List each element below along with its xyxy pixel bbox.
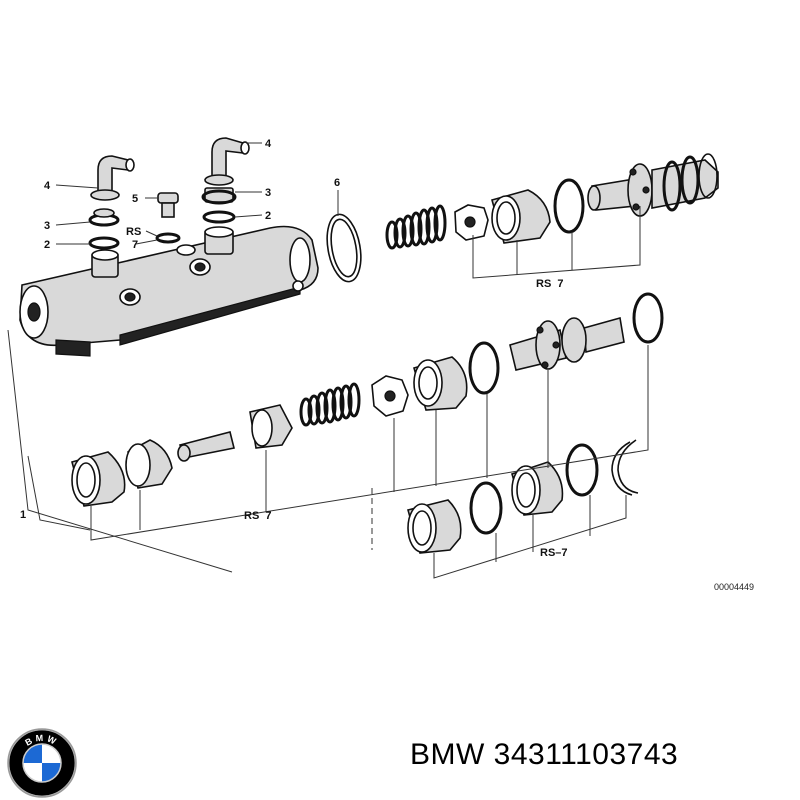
part-number-caption: BMW 34311103743	[410, 738, 679, 771]
callout-7-left: 7	[132, 239, 138, 251]
callout-5: 5	[132, 193, 138, 205]
callout-rs7-lower-left: RS 7	[244, 510, 272, 522]
right-port-fittings	[201, 137, 250, 224]
callout-4-right: 4	[265, 138, 272, 150]
lower-right-seals	[407, 439, 639, 554]
callout-rs-7-lower-right: RS–7	[540, 547, 568, 559]
o-ring-6	[326, 213, 362, 283]
callout-2-left: 2	[44, 239, 50, 251]
callout-2-right: 2	[265, 210, 271, 222]
callout-labels: 4 3 2 5 RS 7 4 3 2 6 RS 7 1 RS 7 RS–7	[20, 138, 568, 559]
callout-3-left: 3	[44, 220, 50, 232]
callout-rs7-upper: RS 7	[536, 278, 564, 290]
diagram-reference-number: 00004449	[714, 582, 755, 592]
middle-piston-assembly	[249, 292, 664, 449]
left-port-fittings	[88, 155, 135, 250]
upper-piston-assembly	[385, 153, 719, 250]
master-cylinder-housing	[19, 225, 319, 357]
callout-4-left: 4	[44, 180, 51, 192]
svg-text:BMW: BMW	[23, 733, 60, 748]
callout-rs-left: RS	[126, 226, 141, 238]
callout-1: 1	[20, 509, 26, 521]
lower-left-seals	[71, 431, 235, 507]
bmw-roundel-logo: BMW	[7, 728, 77, 798]
leader-lines	[7, 142, 649, 579]
logo-text: BMW	[23, 733, 57, 748]
screw-plug-and-seal	[155, 192, 181, 244]
callout-6: 6	[334, 177, 340, 189]
callout-3-right: 3	[265, 187, 271, 199]
